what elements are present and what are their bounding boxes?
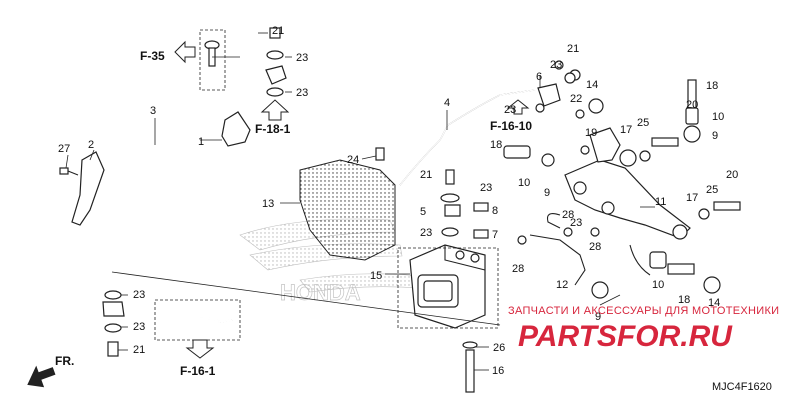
diagram-code: MJC4F1620 — [712, 381, 772, 393]
callout: 20 — [686, 99, 698, 111]
ref-f18-1: F-18-1 — [255, 99, 291, 136]
callout: 14 — [708, 297, 720, 309]
callout: 10 — [652, 279, 664, 291]
svg-text:FR.: FR. — [55, 354, 74, 368]
center-fittings — [440, 169, 489, 239]
callout: 10 — [518, 177, 530, 189]
modulator-bracket — [299, 159, 396, 261]
bolt-27-icon — [59, 167, 79, 176]
callout: 23 — [504, 104, 516, 116]
bolt-icon — [204, 40, 220, 67]
callout: 23 — [296, 52, 308, 64]
modulator-detail-box — [397, 247, 499, 329]
callout: 23 — [296, 87, 308, 99]
callout: 24 — [347, 154, 359, 166]
callout: 23 — [550, 59, 562, 71]
callout: 26 — [493, 342, 505, 354]
hose-bracket — [71, 151, 105, 226]
callout: 4 — [444, 97, 450, 109]
callout: 9 — [712, 130, 718, 142]
callout: 25 — [637, 117, 649, 129]
callout-labels: 1 2 3 4 5 6 7 8 9 9 9 10 10 10 11 12 13 … — [58, 25, 738, 377]
callout: 11 — [655, 196, 666, 208]
callout: 28 — [512, 263, 524, 275]
svg-text:HONDA: HONDA — [280, 280, 361, 305]
callout: 14 — [586, 79, 598, 91]
callout: 23 — [570, 217, 582, 229]
callout: 9 — [595, 311, 601, 323]
callout: 20 — [726, 169, 738, 181]
callout: 13 — [262, 198, 274, 210]
callout: 8 — [492, 205, 498, 217]
callout: 6 — [536, 71, 542, 83]
callout: 23 — [133, 321, 145, 333]
callout: 9 — [544, 187, 550, 199]
svg-text:F-16-10: F-16-10 — [490, 119, 532, 133]
callout: 18 — [490, 139, 502, 151]
callout: 21 — [133, 344, 145, 356]
callout: 27 — [58, 143, 70, 155]
svg-text:PARTSFOR.RU: PARTSFOR.RU — [518, 320, 733, 353]
bolt-detail-box — [199, 29, 226, 91]
stud-bolt — [462, 341, 478, 393]
callout: 23 — [480, 182, 492, 194]
callout: 2 — [88, 139, 94, 151]
arrow-down-icon — [185, 339, 215, 359]
abs-modulator — [409, 244, 486, 329]
fitting-upper — [265, 27, 287, 97]
callout: 5 — [420, 206, 426, 218]
arrow-front-icon — [27, 365, 56, 388]
callout: 18 — [678, 294, 690, 306]
svg-text:F-35: F-35 — [140, 49, 165, 63]
hose-clamp — [221, 111, 251, 147]
callout: 21 — [272, 25, 284, 37]
callout: 21 — [420, 169, 432, 181]
callout: 12 — [556, 279, 568, 291]
callout: 28 — [589, 241, 601, 253]
callout: 28 — [562, 209, 574, 221]
callout: 1 — [198, 136, 204, 148]
svg-text:F-16-1: F-16-1 — [180, 364, 216, 378]
arrow-left-icon — [174, 40, 196, 64]
callout: 16 — [492, 365, 504, 377]
callout: 21 — [567, 43, 579, 55]
arrow-up-small-icon — [506, 99, 530, 115]
callout: 3 — [150, 105, 156, 117]
lower-bolt-assembly — [102, 290, 125, 357]
watermark: ЗАПЧАСТИ И АКСЕССУАРЫ ДЛЯ МОТОТЕХНИКИ PA… — [508, 305, 779, 353]
svg-text:F-18-1: F-18-1 — [255, 122, 291, 136]
callout: 17 — [620, 124, 632, 136]
callout: 19 — [585, 127, 597, 139]
callout: 10 — [712, 111, 724, 123]
front-direction-indicator: FR. — [27, 354, 74, 388]
callout: 22 — [570, 93, 582, 105]
leader-lines — [65, 32, 655, 371]
callout: 15 — [370, 270, 382, 282]
ref-f16-10: F-16-10 — [490, 99, 532, 133]
callout: 25 — [706, 184, 718, 196]
ref-f16-1: F-16-1 — [180, 339, 216, 378]
collars-and-bushings — [503, 72, 741, 299]
ref-f35: F-35 — [140, 40, 196, 64]
callout: 7 — [492, 229, 498, 241]
arrow-up-icon — [260, 99, 290, 121]
callout: 23 — [133, 289, 145, 301]
callout: 17 — [686, 192, 698, 204]
callout: 18 — [706, 80, 718, 92]
svg-text:ЗАПЧАСТИ И АКСЕССУАРЫ ДЛЯ МОТО: ЗАПЧАСТИ И АКСЕССУАРЫ ДЛЯ МОТОТЕХНИКИ — [508, 305, 779, 317]
bolt-24-icon — [375, 147, 385, 161]
callout: 23 — [420, 227, 432, 239]
